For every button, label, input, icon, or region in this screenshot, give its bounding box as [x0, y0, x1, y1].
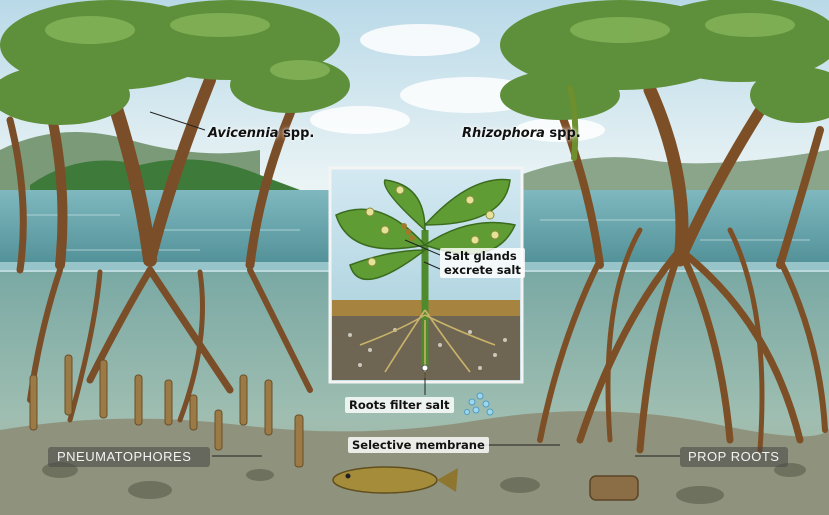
rhizophora-spp: spp. [545, 126, 581, 141]
prop-roots-label: PROP ROOTS [688, 449, 779, 464]
avicennia-label: Avicennia spp. [208, 126, 314, 141]
avicennia-genus: Avicennia [208, 126, 279, 141]
seabed-basket [590, 476, 638, 500]
root-filter-point [422, 365, 428, 371]
rhizophora-genus: Rhizophora [462, 126, 545, 141]
membrane-label: Selective membrane [348, 437, 489, 453]
salt-glands-line2: excrete salt [444, 263, 521, 277]
salt-glands-line1: Salt glands [444, 249, 521, 263]
roots-filter-label: Roots filter salt [345, 397, 454, 413]
pneumatophores-label: PNEUMATOPHORES [57, 449, 191, 464]
salt-glands-label: Salt glands excrete salt [440, 248, 525, 278]
avicennia-spp: spp. [279, 126, 315, 141]
rhizophora-label: Rhizophora spp. [462, 126, 581, 141]
